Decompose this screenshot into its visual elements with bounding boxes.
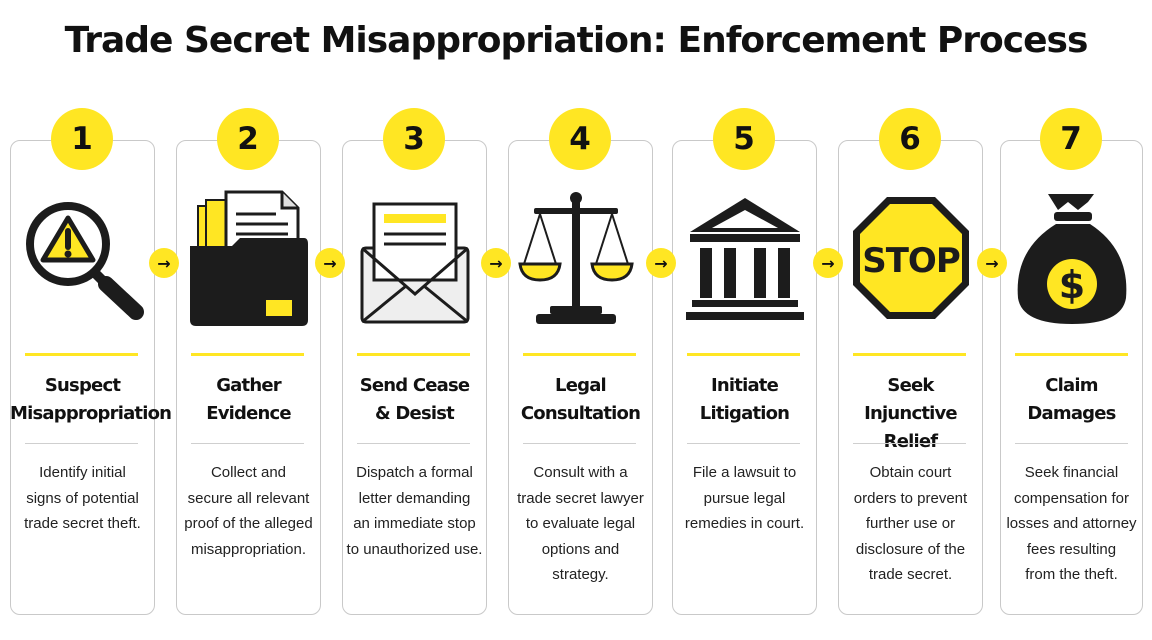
accent-divider: [523, 353, 636, 356]
step-description-7: Seek financial compensation for losses a…: [1006, 464, 1137, 583]
divider: [357, 443, 470, 444]
step-description-6: Obtain court orders to prevent further u…: [853, 464, 968, 583]
accent-divider: [1015, 353, 1128, 356]
step-number-3: 3: [383, 108, 445, 170]
step-title-1: Suspect Misappropriation: [10, 375, 172, 424]
step-number-6: 6: [879, 108, 941, 170]
arrow-right-icon: →: [315, 248, 345, 278]
divider: [1015, 443, 1128, 444]
accent-divider: [357, 353, 470, 356]
stop-sign-icon: STOP: [846, 188, 976, 328]
divider: [25, 443, 138, 444]
step-number-5: 5: [713, 108, 775, 170]
scales-of-justice-icon: [516, 188, 646, 328]
step-title-5: Initiate Litigation: [699, 375, 790, 424]
step-title-7: Claim Damages: [1027, 375, 1116, 424]
arrow-right-icon: →: [977, 248, 1007, 278]
arrow-right-icon: →: [481, 248, 511, 278]
stop-sign-text: STOP: [862, 241, 960, 281]
step-number-1: 1: [51, 108, 113, 170]
accent-divider: [687, 353, 800, 356]
divider: [853, 443, 966, 444]
page-title: Trade Secret Misappropriation: Enforceme…: [64, 20, 1089, 61]
step-number-4: 4: [549, 108, 611, 170]
accent-divider: [25, 353, 138, 356]
folder-documents-icon: [184, 188, 314, 328]
step-card-4: [508, 140, 653, 615]
step-number-2: 2: [217, 108, 279, 170]
step-number-7: 7: [1040, 108, 1102, 170]
step-title-4: Legal Consultation: [520, 375, 641, 424]
accent-divider: [853, 353, 966, 356]
step-title-3: Send Cease & Desist: [359, 375, 470, 424]
step-description-1: Identify initial signs of potential trad…: [24, 464, 141, 532]
money-bag-icon: $: [1006, 188, 1136, 328]
step-description-3: Dispatch a formal letter demanding an im…: [346, 464, 483, 558]
arrow-right-icon: →: [813, 248, 843, 278]
courthouse-icon: [680, 188, 810, 328]
envelope-letter-icon: [350, 188, 480, 328]
step-description-4: Consult with a trade secret lawyer to ev…: [517, 464, 644, 583]
divider: [523, 443, 636, 444]
step-title-2: Gather Evidence: [206, 375, 291, 424]
divider: [191, 443, 304, 444]
arrow-right-icon: →: [646, 248, 676, 278]
step-title-6: Seek Injunctive Relief: [864, 375, 958, 452]
step-description-2: Collect and secure all relevant proof of…: [184, 464, 313, 558]
divider: [687, 443, 800, 444]
accent-divider: [191, 353, 304, 356]
step-description-5: File a lawsuit to pursue legal remedies …: [684, 464, 805, 532]
magnifier-warning-icon: [18, 188, 148, 328]
arrow-right-icon: →: [149, 248, 179, 278]
dollar-sign-text: $: [1059, 263, 1085, 307]
